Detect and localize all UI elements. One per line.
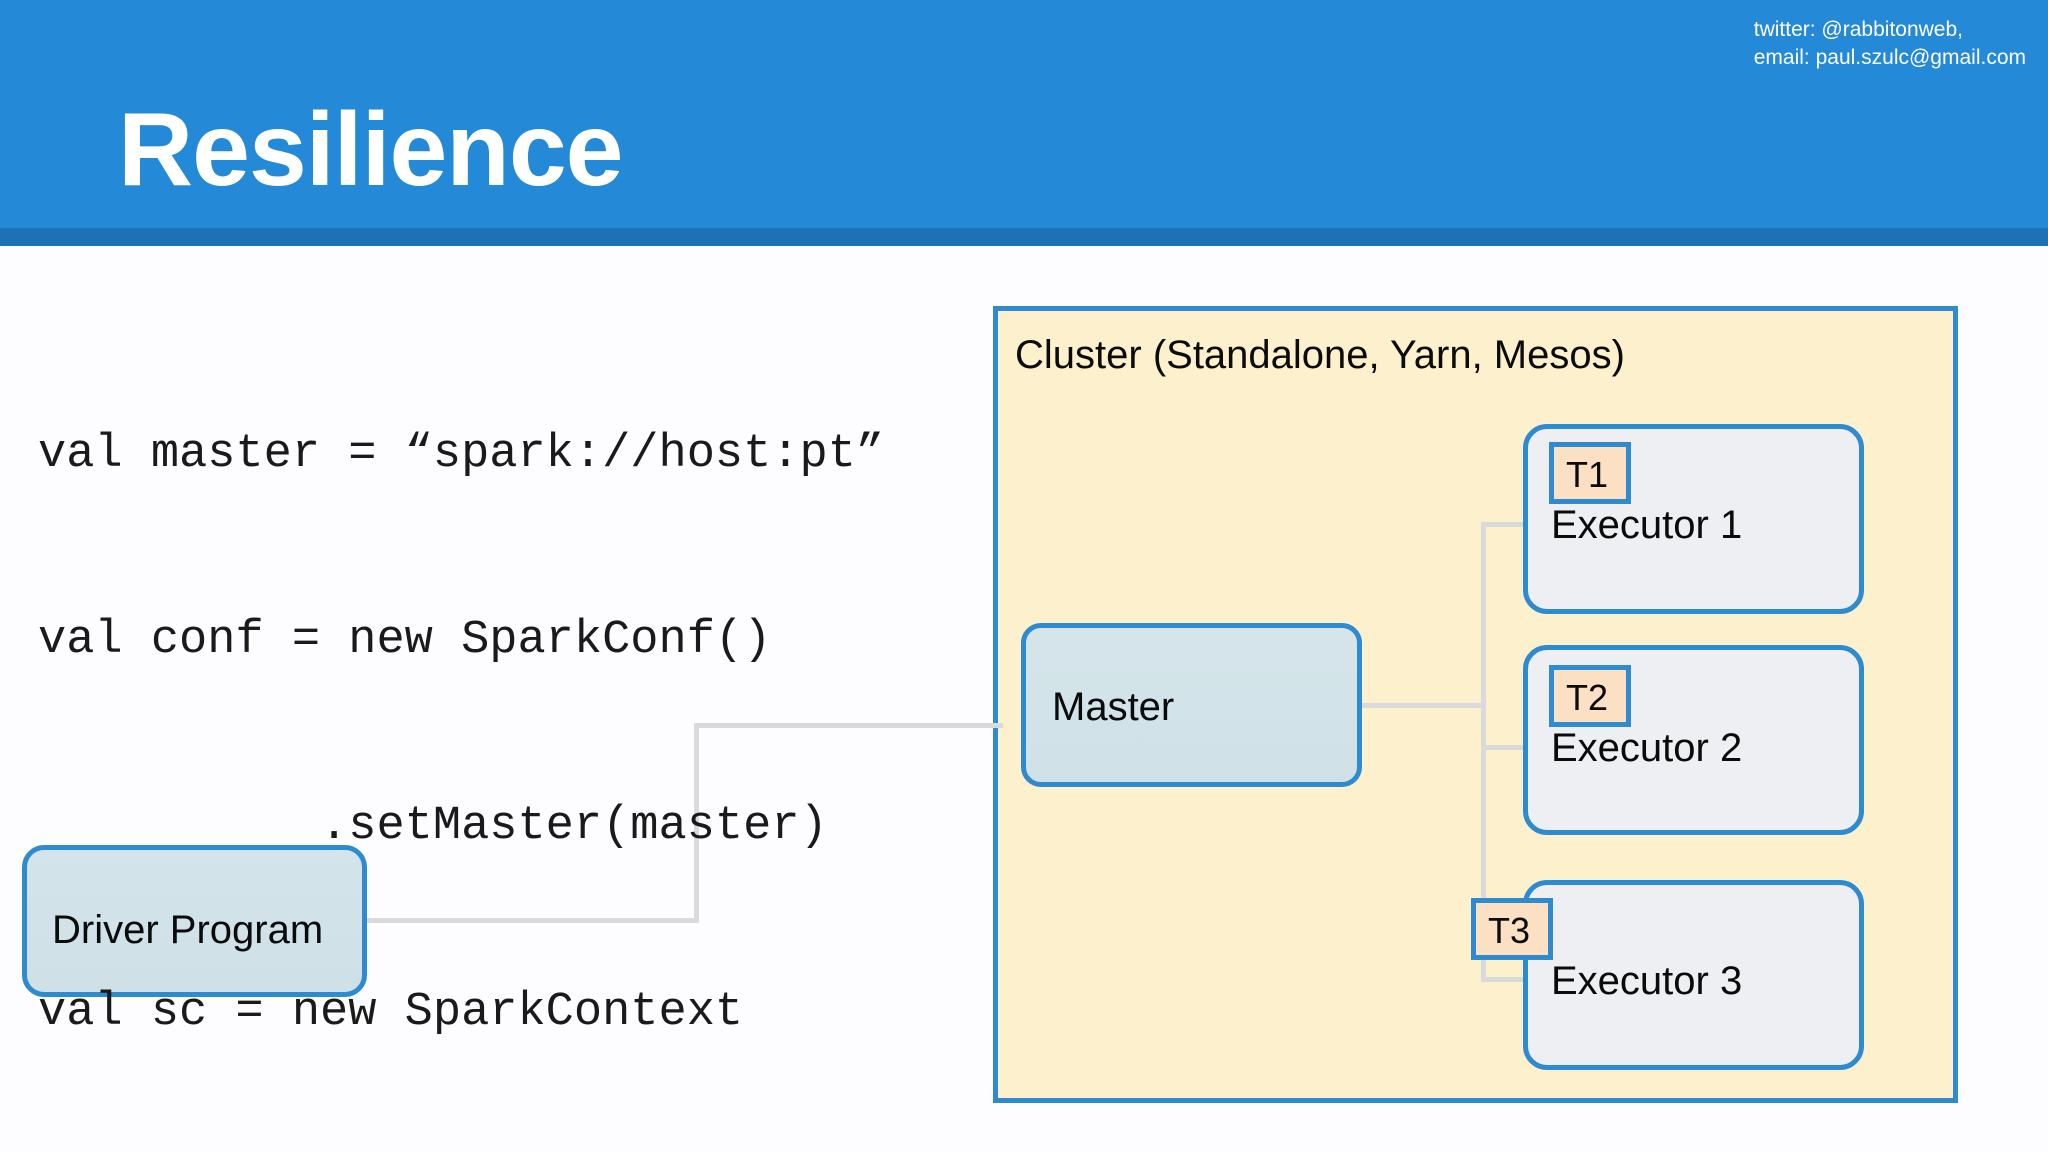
master-box bbox=[1021, 623, 1362, 787]
task-badge-t1-label: T1 bbox=[1566, 454, 1609, 495]
code-line: val master = “spark://host:pt” bbox=[38, 428, 885, 481]
task-badge-t3: T3 bbox=[1471, 898, 1553, 960]
executor-1-box bbox=[1523, 424, 1864, 614]
contact-twitter: twitter: @rabbitonweb, bbox=[1753, 18, 1963, 41]
task-badge-t1: T1 bbox=[1549, 442, 1631, 504]
master-label: Master bbox=[1052, 685, 1175, 729]
executor-3-label: Executor 3 bbox=[1551, 959, 1743, 1003]
driver-connector-segment-top bbox=[694, 723, 1003, 728]
driver-connector-segment-bottom bbox=[367, 918, 699, 923]
code-line: val sc = new SparkContext bbox=[38, 986, 744, 1039]
task-badge-t2: T2 bbox=[1549, 665, 1631, 727]
executor-1-label: Executor 1 bbox=[1551, 503, 1743, 547]
master-connector-spine bbox=[1481, 522, 1486, 981]
header-accent-stripe bbox=[0, 228, 2048, 246]
code-line: .setMaster(master) bbox=[38, 800, 828, 853]
contact-email: email: paul.szulc@gmail.com bbox=[1753, 45, 2026, 69]
code-block: val master = “spark://host:pt” val conf … bbox=[38, 300, 998, 1152]
driver-program-label: Driver Program bbox=[52, 908, 324, 952]
master-connector-stem bbox=[1361, 703, 1484, 708]
executor-2-label: Executor 2 bbox=[1551, 726, 1743, 770]
task-badge-t3-label: T3 bbox=[1488, 910, 1531, 951]
code-line: val conf = new SparkConf() bbox=[38, 614, 772, 667]
contact-info: twitter: @rabbitonweb, email: paul.szulc… bbox=[1754, 16, 2026, 71]
executor-3-box bbox=[1523, 880, 1864, 1070]
header-band bbox=[0, 0, 2048, 228]
task-badge-t2-label: T2 bbox=[1566, 677, 1609, 718]
driver-connector-segment-vertical bbox=[694, 723, 699, 923]
page-title: Resilience bbox=[118, 92, 624, 208]
cluster-label: Cluster (Standalone, Yarn, Mesos) bbox=[1015, 333, 1625, 377]
driver-program-box bbox=[22, 845, 367, 997]
